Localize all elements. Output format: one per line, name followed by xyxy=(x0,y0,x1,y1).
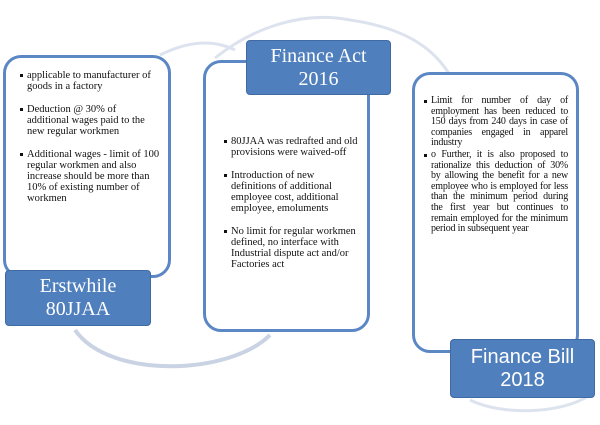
label-line: 2016 xyxy=(298,67,339,90)
point: Additional wages - limit of 100 regular … xyxy=(20,149,160,204)
stage-points-erstwhile: applicable to manufacturer of goods in a… xyxy=(20,70,160,216)
stage-points-finance-act-2016: 80JJAA was redrafted and old provisions … xyxy=(224,136,359,282)
connector-arc-3 xyxy=(159,41,236,57)
connector-arc-4 xyxy=(469,393,591,413)
point: No limit for regular workmen defined, no… xyxy=(224,226,359,270)
connector-arc-1 xyxy=(73,328,272,369)
point: Introduction of new definitions of addit… xyxy=(224,170,359,214)
point: applicable to manufacturer of goods in a… xyxy=(20,70,160,92)
stage-points-finance-bill-2018: Limit for number of day of employment ha… xyxy=(424,95,568,235)
label-line: Finance Act xyxy=(270,44,367,67)
connector-arc-2 xyxy=(214,15,452,76)
point: 80JJAA was redrafted and old provisions … xyxy=(224,136,359,158)
label-line: Finance Bill xyxy=(470,345,575,368)
label-line: 2018 xyxy=(500,368,545,391)
stage-card-finance-act-2016 xyxy=(203,60,370,332)
stage-card-erstwhile xyxy=(3,55,171,278)
point: Deduction @ 30% of additional wages paid… xyxy=(20,104,160,137)
label-line: Erstwhile xyxy=(39,275,117,297)
label-line: 80JJAA xyxy=(45,298,111,320)
point: o Further, it is also proposed to ration… xyxy=(424,149,568,235)
point: Limit for number of day of employment ha… xyxy=(424,95,568,149)
